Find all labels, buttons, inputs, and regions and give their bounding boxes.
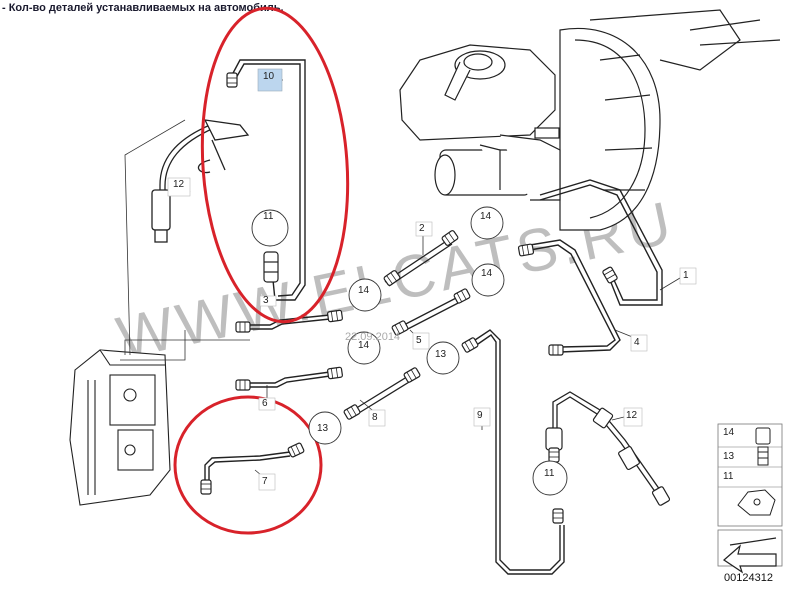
callout-13-b: 13 — [317, 423, 329, 434]
callout-8: 8 — [372, 412, 378, 423]
highlight-ring-pipe-10 — [200, 6, 350, 324]
catalog-number: 00124312 — [724, 572, 773, 584]
callout-5: 5 — [416, 335, 422, 346]
callout-10: 10 — [263, 71, 275, 82]
callout-6: 6 — [262, 398, 268, 409]
callout-5-box — [412, 332, 430, 350]
brake-hose-5 — [397, 295, 465, 333]
brake-booster — [559, 9, 781, 231]
page-header-title: - Кол-во деталей устанавливаемых на авто… — [2, 2, 284, 14]
callout-10-box — [257, 68, 283, 92]
master-cylinder-reservoir — [399, 44, 561, 201]
brake-pipe-9 — [474, 329, 565, 575]
callout-2-box — [415, 221, 433, 237]
pipe-12-lower-parts — [545, 407, 671, 506]
legend-13: 13 — [723, 451, 735, 462]
callout-4: 4 — [634, 337, 640, 348]
legend-clip-icon — [737, 489, 776, 516]
callout-13-a: 13 — [435, 349, 447, 360]
legend-14: 14 — [723, 427, 735, 438]
callout-3: 3 — [263, 295, 269, 306]
callout-3-box — [259, 295, 277, 307]
callout-11-lower: 11 — [544, 468, 555, 479]
brake-pipe-3 — [250, 314, 331, 330]
callout-1: 1 — [683, 270, 689, 281]
brake-pipe-4 — [529, 239, 621, 353]
callout-12b-box — [623, 407, 643, 427]
callout-9: 9 — [477, 410, 483, 421]
legend-arrow-icon — [723, 537, 777, 574]
callout-7-box — [258, 473, 276, 491]
brake-pipe-12-upper — [151, 119, 250, 243]
legend-fitting-icon — [755, 427, 771, 466]
callout-12-upper: 12 — [173, 179, 185, 190]
callout-11-upper: 11 — [263, 211, 274, 222]
brake-hose-8 — [349, 374, 415, 417]
abs-hydraulic-unit — [69, 349, 171, 506]
brake-pipe-12-lower — [552, 391, 661, 494]
hose-11-lower-fitting — [548, 447, 560, 463]
pipe-10-fitting — [226, 72, 238, 88]
brake-pipe-7 — [204, 451, 291, 480]
callout-4-box — [630, 334, 648, 352]
brake-pipe-1 — [539, 179, 663, 306]
brake-hose-11-upper — [263, 251, 279, 283]
callout-2: 2 — [419, 223, 425, 234]
callout-14-d: 14 — [481, 268, 493, 279]
callout-12a-box — [167, 177, 191, 197]
pipe-7-fittings — [200, 441, 306, 495]
callout-14-b: 14 — [358, 340, 370, 351]
callout-8-box — [368, 409, 386, 427]
date-stamp: 22.09.2014 — [345, 331, 400, 343]
legend-panel: 14 13 11 — [717, 423, 783, 574]
legend-11: 11 — [723, 471, 734, 482]
brake-pipe-6 — [250, 371, 331, 388]
detail-circles — [251, 206, 568, 496]
callout-14-a: 14 — [358, 285, 370, 296]
callout-14-c: 14 — [480, 211, 492, 222]
callout-6-box — [258, 397, 276, 411]
highlight-ring-pipe-7 — [173, 395, 323, 535]
callout-1-box — [679, 267, 697, 285]
callout-12-lower: 12 — [626, 410, 638, 421]
callout-9-box — [473, 407, 491, 427]
callout-7: 7 — [262, 476, 268, 487]
callouts: 10 12 2 1 3 4 5 6 7 8 9 12 11 11 14 14 1… — [167, 68, 697, 491]
